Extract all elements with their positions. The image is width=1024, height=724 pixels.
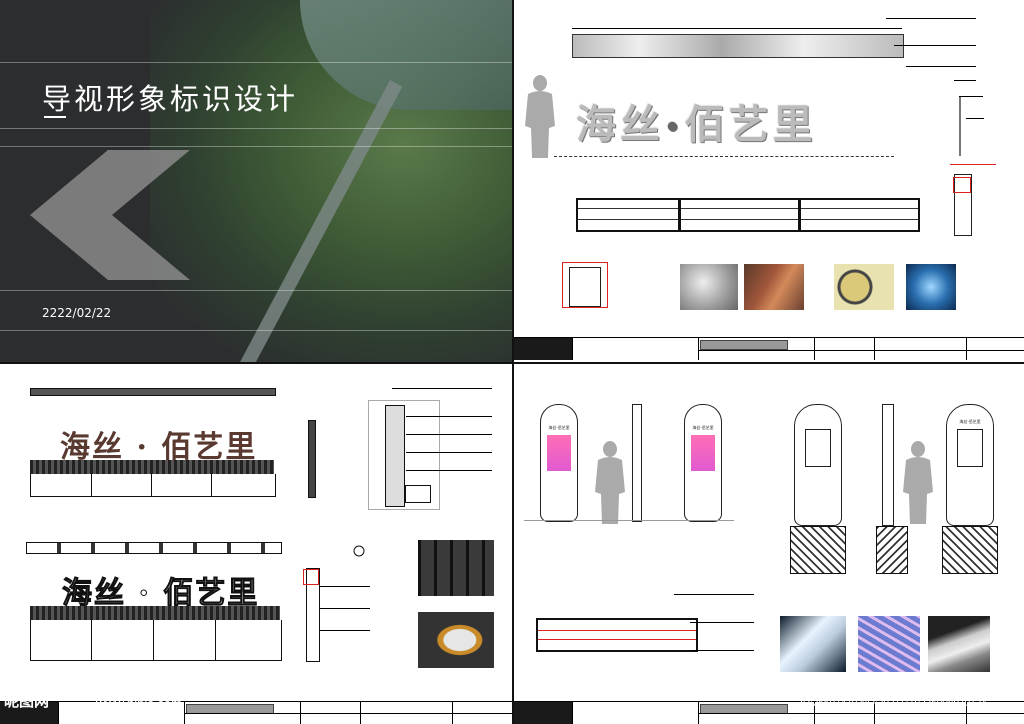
gate-sign-frame-2 [30,620,282,661]
watermark-url: www.nipic.com [96,696,182,711]
gate-sign-frame [30,474,276,497]
title-block-logo [514,702,572,724]
material-photo-wheels [834,264,894,310]
pylon-label-2: 海丝·佰艺里 [692,425,714,430]
gate-sign-letters-bottom: 海丝 · 佰艺里 [62,576,260,612]
material-photo-metal-letter [680,264,738,310]
human-scale-silhouette [903,441,933,524]
title-underline [44,116,66,118]
cover-date: 2222/02/22 [42,306,112,320]
pylon-structure-side [882,404,894,526]
watermark-id: ID:25597470 NO:20211119235908970124 [800,698,987,709]
leader-line [406,452,492,453]
sign-letters: 海丝•佰艺里 [576,101,817,148]
human-scale-silhouette [595,441,625,524]
ground-line [524,520,734,521]
leader-line [886,18,976,19]
material-photo-rusted-letters [744,264,804,310]
drawing-sheet-pylon: 海丝·佰艺里 海丝·佰艺里 海丝·佰艺里 [514,364,1024,724]
leader-line [674,594,754,595]
side-section-detail [953,174,972,236]
title-block-2 [0,701,512,724]
gate-sign-letters-top: 海丝 · 佰艺里 [60,430,258,465]
leader-line [320,630,370,631]
leader-line [906,66,976,67]
pylon-structure-back: 海丝·佰艺里 [946,404,994,526]
cover-rule [0,62,512,63]
section-view-bar [576,198,920,232]
title-block-logo [0,702,58,724]
material-photo-aluminum-profile [928,616,990,672]
section-marker-icon [353,545,365,557]
leader-line [690,650,754,651]
sign-name-left: 海丝 [576,101,664,148]
pylon-label-3: 海丝·佰艺里 [959,419,981,424]
dim-line [572,28,902,29]
leader-line [966,118,984,119]
material-photo-led-strip [906,264,956,310]
leader-line [320,608,370,609]
gate-sign-plant-band [30,460,274,474]
ground-line [554,156,894,157]
title-block-logo [514,338,572,360]
gate-sign-outline-left: 海丝 [62,576,126,612]
sign-name-right: 佰艺里 [684,101,817,148]
pylon-label-1: 海丝·佰艺里 [548,425,570,430]
watermark-logo: 昵图网 [4,692,50,710]
cover-rule [0,330,512,331]
gate-sign-outline-right: 佰艺里 [163,576,260,612]
leader-line [954,80,976,81]
gate-sign-name-left: 海丝 [60,430,124,465]
title-block-3 [514,701,1024,724]
cover-rule [0,290,512,291]
side-elevation-1 [308,420,316,498]
material-photo-tube-section [418,612,494,668]
side-view-profile [959,96,961,156]
material-photo-led-module [858,616,920,672]
gate-sign-name-right: 佰艺里 [161,430,258,465]
plan-view-bar [572,34,904,58]
cover-page: 导视形象标识设计 2222/02/22 [0,0,512,362]
pylon-front-1: 海丝·佰艺里 [540,404,578,522]
pylon-structure-front [794,404,842,526]
leader-line [894,45,976,46]
cover-rule [0,146,512,147]
gate-sign-plant-band-2 [30,606,280,620]
base-detail-2 [876,526,908,574]
cover-title: 导视形象标识设计 [42,82,299,116]
leader-line [959,96,983,97]
material-photo-acrylic-sheets [780,616,846,672]
plan-strip [30,388,276,396]
leader-line [406,416,492,417]
drawing-sheet-sign-elevation: 海丝•佰艺里 [514,0,1024,362]
title-block-name-cell [700,340,788,350]
drawing-sheet-gate-sign: 海丝 · 佰艺里 海丝 · 佰艺里 [0,364,512,724]
cover-rule [0,128,512,129]
leader-line [320,586,370,587]
leader-line [392,388,492,389]
side-elevation-2 [303,568,320,662]
material-photo-steel-tubes [418,540,494,596]
base-detail-3 [942,526,998,574]
human-scale-silhouette [525,75,555,158]
section-detail-column [368,400,440,510]
pylon-plan-section [536,618,698,652]
chevron-left-icon [30,150,190,280]
title-block [514,337,1024,362]
red-marker-line [950,164,996,165]
plan-strip-2 [26,542,282,554]
node-detail-box [562,262,608,308]
leader-line [406,470,492,471]
pylon-side-1 [632,404,642,522]
base-detail-1 [790,526,846,574]
leader-line [406,434,492,435]
pylon-front-2: 海丝·佰艺里 [684,404,722,522]
leader-line [690,622,754,623]
